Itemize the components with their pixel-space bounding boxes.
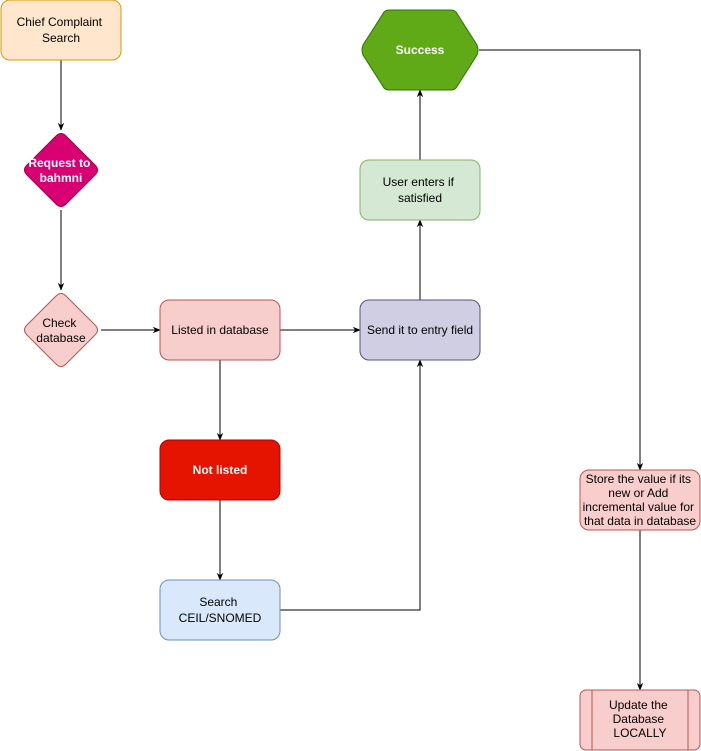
svg-text:Store the value if its n: Store the value if its new or Add increm… (583, 472, 698, 528)
edge-success-to-store (479, 49, 644, 471)
node-not-listed: Not listed (159, 439, 281, 501)
edges (57, 49, 644, 691)
svg-text:Request to bahmni: Request to bahmni (28, 156, 93, 185)
node-store-value: Store the value if its new or Add increm… (579, 469, 701, 531)
node-request-bahmni: Request to bahmni (24, 133, 98, 207)
node-update-db-line-2: Database (613, 712, 665, 726)
edge-search-to-send (280, 359, 424, 611)
svg-text:Not listed: Not listed (193, 463, 248, 477)
node-chief-complaint-line-2: Search (42, 31, 80, 45)
node-send-entry: Send it to entry field (359, 299, 481, 361)
node-listed-database-line-1: Listed in database (171, 323, 269, 337)
node-chief-complaint-line-1: Chief Complaint (17, 15, 103, 29)
node-send-entry-line-1: Send it to entry field (367, 323, 473, 337)
svg-text:Update the Database: Update the Database LOCALLY (609, 698, 671, 740)
node-user-enters-line-1: User enters if (383, 175, 455, 189)
node-success: Success (361, 9, 479, 91)
svg-text:User enters if satisfied: User enters if satisfied (383, 175, 458, 205)
node-store-value-line-3: incremental value for (583, 500, 694, 514)
node-request-bahmni-line-2: bahmni (40, 171, 83, 185)
svg-text:Chief Complaint Search: Chief Complaint Search (17, 15, 106, 45)
node-search-ceil-line-1: Search (199, 595, 237, 609)
svg-text:Check database: Check database (36, 316, 86, 345)
node-search-ceil-line-2: CEIL/SNOMED (179, 611, 262, 625)
node-update-db-line-1: Update the (609, 698, 668, 712)
svg-text:Send it to entry field: Send it to entry field (367, 323, 473, 337)
node-search-ceil: Search CEIL/SNOMED (159, 579, 281, 641)
node-update-db-line-3: LOCALLY (613, 726, 666, 740)
node-not-listed-line-1: Not listed (193, 463, 248, 477)
node-user-enters-line-2: satisfied (398, 191, 442, 205)
svg-text:Search CEIL/SNOMED: Search CEIL/SNOMED (179, 595, 262, 625)
node-store-value-line-1: Store the value if its (586, 472, 691, 486)
svg-text:Success: Success (396, 43, 445, 57)
node-listed-database: Listed in database (159, 299, 281, 361)
node-chief-complaint: Chief Complaint Search (0, 0, 122, 61)
node-store-value-line-4: that data in database (584, 514, 696, 528)
node-request-bahmni-line-1: Request to (28, 156, 90, 170)
node-success-line-1: Success (396, 43, 445, 57)
node-check-database-line-2: database (36, 331, 86, 345)
node-check-database: Check database (24, 293, 98, 367)
node-user-enters: User enters if satisfied (359, 159, 481, 221)
svg-text:Listed in database: Listed in database (171, 323, 269, 337)
node-check-database-line-1: Check (42, 316, 77, 330)
node-store-value-line-2: new or Add (608, 486, 668, 500)
node-update-db: Update the Database LOCALLY (579, 689, 701, 751)
